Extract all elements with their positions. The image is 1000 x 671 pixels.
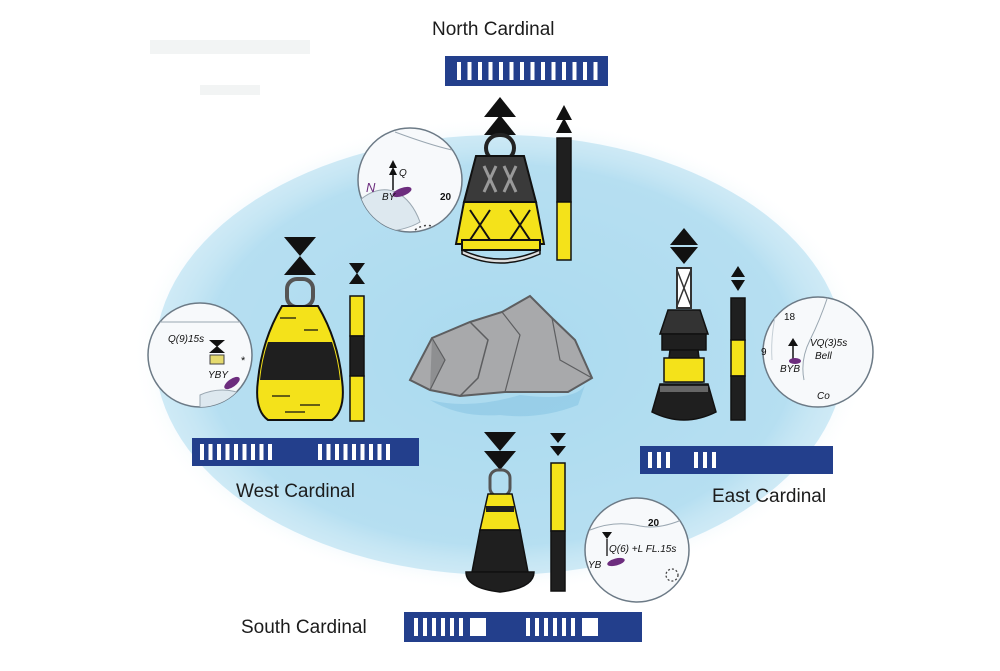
east-cardinal-label: East Cardinal: [712, 486, 827, 507]
light-flash: [467, 62, 472, 80]
light-flash: [459, 618, 463, 636]
light-flash: [535, 618, 539, 636]
west-can-buoy: [256, 277, 344, 421]
east-chart-depth-top: 18: [784, 312, 796, 323]
light-flash: [318, 444, 322, 460]
light-flash: [478, 62, 482, 80]
light-flash: [571, 618, 575, 636]
light-flash: [234, 444, 238, 460]
light-flash: [251, 444, 255, 460]
light-flash: [208, 444, 213, 460]
light-flash: [541, 62, 545, 80]
light-flash: [217, 444, 221, 460]
west-topmark-icon: [284, 237, 316, 275]
south-chart-inset: [584, 497, 690, 603]
light-bar-background: [640, 446, 833, 474]
light-flash: [526, 618, 530, 636]
light-flash: [593, 62, 598, 80]
east-light-bar: [640, 446, 833, 474]
north-spar-buoy: [556, 105, 572, 261]
faded-background: [150, 40, 310, 95]
light-flash: [386, 444, 390, 460]
light-flash: [583, 62, 587, 80]
light-flash: [457, 62, 461, 80]
south-topmark-icon: [484, 432, 516, 470]
light-flash: [343, 444, 348, 460]
light-flash: [488, 62, 493, 80]
east-chart-colour: BYB: [780, 364, 800, 375]
north-topmark-icon: [484, 97, 516, 135]
light-flash: [520, 62, 524, 80]
north-cardinal-label: North Cardinal: [432, 19, 555, 40]
light-flash: [657, 452, 661, 468]
east-chart-seabed: Co: [817, 391, 830, 402]
north-chart-light: Q: [399, 168, 407, 179]
light-flash: [242, 444, 247, 460]
light-flash: [352, 444, 356, 460]
central-rocks: [408, 294, 594, 417]
east-chart-signal: Bell: [815, 351, 832, 362]
light-flash: [712, 452, 716, 468]
light-flash: [200, 444, 204, 460]
south-light-bar: [404, 612, 642, 642]
light-flash: [703, 452, 707, 468]
west-spar-buoy: [349, 263, 365, 422]
light-flash: [648, 452, 652, 468]
light-flash: [377, 444, 382, 460]
light-flash: [562, 62, 566, 80]
south-cardinal-label: South Cardinal: [241, 617, 367, 638]
light-flash: [562, 618, 566, 636]
north-pillar-buoy: [454, 133, 546, 264]
light-flash: [509, 62, 514, 80]
light-flash: [259, 444, 264, 460]
south-spar-buoy: [550, 433, 566, 592]
east-chart-depth-side: 9: [761, 347, 767, 358]
north-chart-direction: N: [366, 180, 376, 195]
north-chart-colour: BY: [382, 192, 397, 203]
light-flash: [360, 444, 365, 460]
east-chart-inset: [762, 296, 874, 408]
light-flash: [225, 444, 230, 460]
light-flash: [694, 452, 698, 468]
south-pillar-buoy: [465, 468, 535, 593]
east-topmark-icon: [670, 228, 698, 264]
light-bar-background: [445, 56, 608, 86]
west-chart-light: Q(9)15s: [168, 334, 204, 345]
light-flash: [666, 452, 670, 468]
west-cardinal-label: West Cardinal: [236, 481, 355, 502]
east-chart-light: VQ(3)5s: [810, 338, 847, 349]
south-chart-colour: YB: [588, 560, 602, 571]
light-flash: [553, 618, 557, 636]
light-flash: [530, 62, 535, 80]
south-chart-light: Q(6) +L FL.15s: [609, 544, 676, 555]
north-chart-depth: 20: [440, 192, 452, 203]
light-flash: [450, 618, 454, 636]
long-flash: [470, 618, 486, 636]
light-flash: [423, 618, 427, 636]
light-flash: [499, 62, 503, 80]
north-light-bar: [445, 56, 608, 86]
light-flash: [551, 62, 556, 80]
west-light-bar: [192, 438, 419, 466]
svg-text:*: *: [241, 355, 246, 367]
light-flash: [326, 444, 331, 460]
light-flash: [441, 618, 445, 636]
light-bar-background: [404, 612, 642, 642]
east-pillar-buoy: [651, 267, 717, 421]
south-chart-depth: 20: [648, 518, 660, 529]
light-flash: [414, 618, 418, 636]
west-chart-colour: YBY: [208, 370, 229, 381]
light-flash: [268, 444, 272, 460]
long-flash: [582, 618, 598, 636]
light-flash: [572, 62, 577, 80]
light-flash: [335, 444, 339, 460]
light-flash: [432, 618, 436, 636]
north-chart-inset: [357, 127, 463, 233]
east-spar-buoy: [730, 266, 746, 421]
light-flash: [369, 444, 373, 460]
light-flash: [544, 618, 548, 636]
